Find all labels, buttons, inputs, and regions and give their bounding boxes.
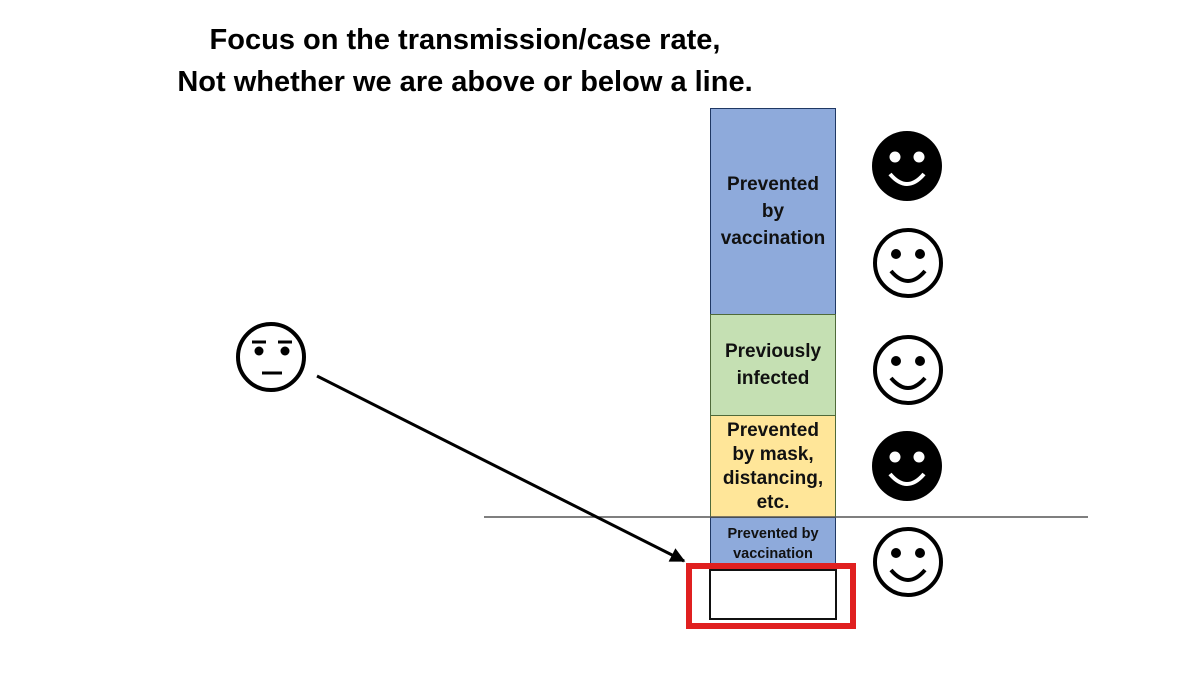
segment-label-line: Prevented [727, 419, 819, 441]
filled-smiley-icon [872, 131, 942, 201]
segment-prevented-by-mask: Prevented by mask, distancing, etc. [710, 415, 836, 518]
title-line-1: Focus on the transmission/case rate, [209, 24, 721, 56]
segment-label-line: by mask, [732, 443, 814, 465]
segment-label-line: infected [736, 368, 810, 389]
segment-label-line: Previously [724, 341, 822, 362]
highlight-box [686, 563, 856, 629]
filled-smiley-icon [872, 431, 942, 501]
outline-smiley-icon [873, 228, 943, 298]
segment-label-line: vaccination [720, 228, 826, 249]
arrow [316, 374, 686, 563]
segment-label-line: vaccination [733, 546, 813, 562]
neutral-face-icon [236, 322, 306, 392]
segment-label-line: Prevented by [727, 526, 819, 542]
segment-label-line: distancing, [722, 467, 824, 489]
segment-label-line: by [761, 201, 785, 222]
segment-label-line: etc. [756, 491, 790, 513]
segment-label-line: Prevented [727, 174, 819, 195]
outline-smiley-icon [873, 527, 943, 597]
segment-previously-infected: Previously infected [710, 314, 836, 416]
outline-smiley-icon [873, 335, 943, 405]
title-line-2: Not whether we are above or below a line… [177, 66, 753, 98]
empty-segment [709, 569, 837, 620]
segment-prevented-by-vaccination: Prevented by vaccination [710, 108, 836, 315]
